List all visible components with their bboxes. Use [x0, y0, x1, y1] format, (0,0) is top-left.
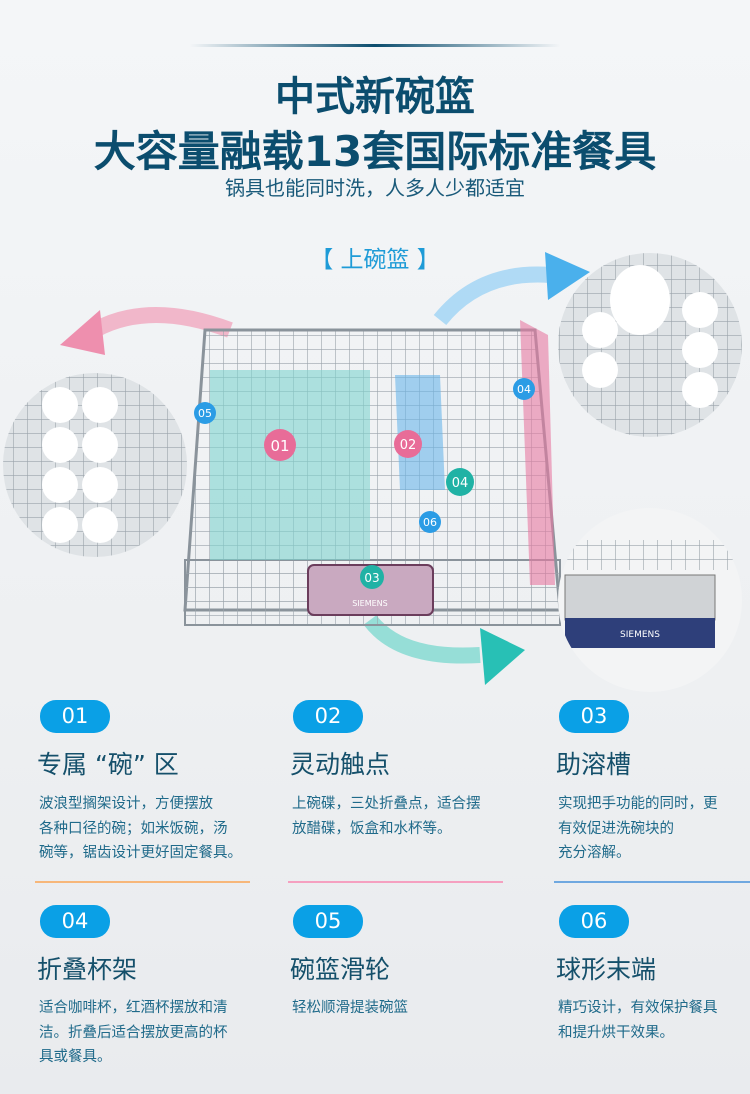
description-line: 适合咖啡杯，红酒杯摆放和清	[39, 1000, 228, 1016]
svg-text:04: 04	[517, 383, 531, 396]
inset-cup-rack-left	[3, 373, 187, 557]
feature-title: 专属 “碗” 区	[37, 750, 179, 779]
description-line: 充分溶解。	[558, 845, 631, 861]
feature-divider	[288, 881, 503, 883]
feature-title: 球形末端	[556, 955, 657, 984]
feature-number-badge: 02	[293, 700, 363, 733]
description-line: 有效促进洗碗块的	[558, 820, 674, 837]
description-line: 精巧设计，有效保护餐具	[558, 1000, 718, 1016]
svg-text:SIEMENS: SIEMENS	[620, 630, 660, 640]
basket-illustration: SIEMENS 01 02 03 04 04 05 06 SIEMENS	[3, 252, 742, 692]
inset-plates-right	[558, 253, 742, 437]
brand-logo: SIEMENS	[352, 599, 388, 608]
feature-divider	[554, 881, 750, 883]
description-line: 各种口径的碗；如米饭碗，汤	[39, 820, 228, 837]
feature-description: 波浪型搁架设计，方便摆放各种口径的碗；如米饭碗，汤碗等，锯齿设计更好固定餐具。	[39, 792, 254, 866]
description-line: 波浪型搁架设计，方便摆放	[39, 796, 213, 812]
marker-06: 06	[419, 511, 441, 533]
svg-text:03: 03	[364, 571, 379, 585]
feature-number-badge: 04	[40, 905, 110, 938]
feature-number-badge: 05	[293, 905, 363, 938]
marker-05: 05	[194, 402, 216, 424]
description-line: 实现把手功能的同时，更	[558, 796, 718, 812]
feature-description: 轻松顺滑提装碗篮	[292, 996, 507, 1021]
arrow-right-top-head	[545, 252, 590, 300]
arrow-left-head	[60, 310, 105, 355]
inset-trough-right: SIEMENS	[558, 508, 742, 692]
detergent-trough	[307, 564, 434, 616]
marker-04a: 04	[446, 468, 474, 496]
svg-text:06: 06	[423, 516, 437, 529]
description-line: 具或餐具。	[39, 1049, 112, 1065]
section-label: 【 上碗篮 】	[310, 247, 440, 273]
feature-description: 适合咖啡杯，红酒杯摆放和清洁。折叠后适合摆放更高的杯具或餐具。	[39, 996, 254, 1070]
description-line: 上碗碟，三处折叠点，适合摆	[292, 796, 481, 812]
title-line1: 中式新碗篮	[275, 74, 475, 120]
title-line2: 大容量融载13套国际标准餐具	[93, 127, 657, 176]
feature-title: 折叠杯架	[37, 955, 138, 984]
arrow-left	[91, 307, 233, 338]
feature-title: 助溶槽	[556, 750, 632, 779]
feature-number-badge: 03	[559, 700, 629, 733]
svg-text:05: 05	[198, 407, 212, 420]
marker-02: 02	[394, 430, 422, 458]
marker-04b: 04	[513, 378, 535, 400]
feature-number-badge: 01	[40, 700, 110, 733]
svg-text:04: 04	[452, 476, 469, 491]
subtitle: 锅具也能同时洗，人多人少都适宜	[225, 176, 525, 200]
flex-zone-blue	[395, 375, 445, 490]
header-decor-line	[190, 44, 560, 47]
arrow-right-bottom	[363, 614, 481, 664]
feature-description: 上碗碟，三处折叠点，适合摆放醋碟，饭盒和水杯等。	[292, 792, 507, 841]
marker-03: 03	[360, 565, 384, 589]
svg-text:02: 02	[400, 438, 417, 453]
bowl-zone-teal	[210, 370, 370, 560]
feature-title: 碗篮滑轮	[290, 955, 391, 984]
description-line: 轻松顺滑提装碗篮	[292, 1000, 408, 1016]
svg-text:01: 01	[270, 437, 289, 455]
description-line: 碗等，锯齿设计更好固定餐具。	[39, 845, 242, 861]
feature-title: 灵动触点	[290, 750, 391, 779]
feature-number-badge: 06	[559, 905, 629, 938]
description-line: 洁。折叠后适合摆放更高的杯	[39, 1024, 228, 1041]
marker-01: 01	[264, 429, 296, 461]
feature-description: 实现把手功能的同时，更有效促进洗碗块的充分溶解。	[558, 792, 750, 866]
description-line: 放醋碟，饭盒和水杯等。	[292, 820, 452, 837]
description-line: 和提升烘干效果。	[558, 1024, 674, 1041]
feature-description: 精巧设计，有效保护餐具和提升烘干效果。	[558, 996, 750, 1045]
arrow-right-bottom-head	[480, 628, 525, 685]
arrow-right-top	[433, 266, 551, 326]
feature-divider	[35, 881, 250, 883]
